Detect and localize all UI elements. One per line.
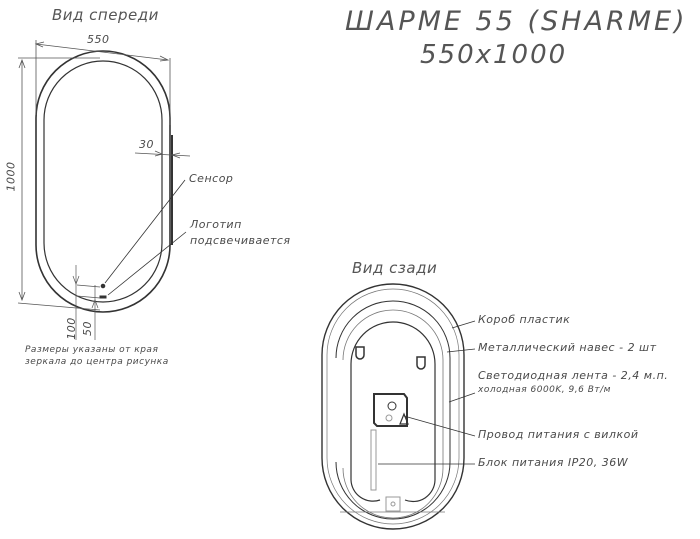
sensor-callout: Сенсор bbox=[189, 172, 234, 185]
dimension-note-line2: зеркала до центра рисунка bbox=[25, 357, 169, 367]
front-view-mirror bbox=[35, 50, 173, 313]
hanger-callout: Металлический навес - 2 шт bbox=[478, 341, 657, 354]
led-offset-dimension bbox=[134, 150, 191, 159]
size-title: 550x1000 bbox=[420, 40, 568, 70]
switch-box bbox=[385, 496, 401, 512]
hanger-right-icon bbox=[416, 356, 426, 370]
width-dimension-value: 550 bbox=[87, 33, 110, 46]
led-offset-value: 30 bbox=[139, 138, 154, 151]
back-leaders bbox=[378, 320, 476, 465]
dimension-note-line1: Размеры указаны от края bbox=[25, 345, 159, 355]
height-dimension-value: 1000 bbox=[4, 161, 18, 192]
logo-leader bbox=[107, 231, 187, 296]
back-view-mirror bbox=[321, 283, 465, 530]
logo-callout-line1: Логотип bbox=[190, 218, 242, 231]
sensor-leader bbox=[104, 179, 186, 284]
cable-callout: Провод питания с вилкой bbox=[478, 428, 639, 441]
height-dimension bbox=[17, 57, 101, 311]
bottom-dimensions bbox=[72, 265, 101, 340]
psu-callout: Блок питания IP20, 36W bbox=[478, 456, 629, 469]
power-supply bbox=[370, 429, 377, 491]
box-callout: Короб пластик bbox=[478, 313, 571, 326]
back-view-label: Вид сзади bbox=[352, 259, 438, 277]
sensor-offset-value: 100 bbox=[64, 317, 78, 340]
cable-plate bbox=[373, 393, 409, 427]
model-title: ШАРМЕ 55 (SHARME) bbox=[345, 6, 688, 37]
led-callout-line1: Светодиодная лента - 2,4 м.п. bbox=[478, 369, 669, 382]
sensor-icon bbox=[100, 283, 106, 289]
logo-icon bbox=[99, 295, 107, 299]
front-view-label: Вид спереди bbox=[52, 6, 159, 24]
hanger-left-icon bbox=[355, 346, 365, 360]
led-callout-line2: холодная 6000K, 9,6 Вт/м bbox=[478, 385, 611, 395]
width-dimension bbox=[34, 40, 171, 125]
logo-offset-value: 50 bbox=[81, 321, 94, 336]
logo-callout-line2: подсвечивается bbox=[190, 234, 291, 247]
